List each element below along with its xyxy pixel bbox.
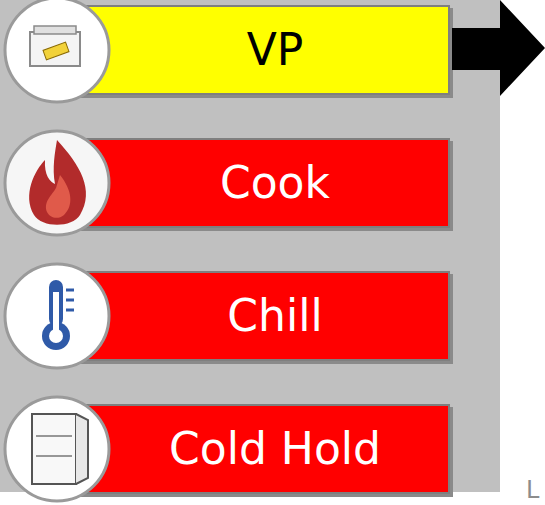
- stage-banner: VP: [70, 5, 450, 95]
- vacuum-icon: [5, 0, 109, 102]
- thermometer-icon: [5, 264, 109, 368]
- stage-banner: Cook: [70, 138, 450, 228]
- flame-icon: [5, 131, 109, 235]
- cut-off-text: L: [526, 476, 539, 504]
- banner-label: Cold Hold: [139, 425, 381, 473]
- stage-banner: Chill: [70, 271, 450, 361]
- fridge-icon: [5, 397, 109, 501]
- banner-label: Cook: [190, 159, 330, 207]
- black-arrow: [452, 0, 545, 96]
- banner-label: Chill: [197, 292, 322, 340]
- stage-banner: Cold Hold: [70, 404, 450, 494]
- banner-label: VP: [217, 26, 304, 74]
